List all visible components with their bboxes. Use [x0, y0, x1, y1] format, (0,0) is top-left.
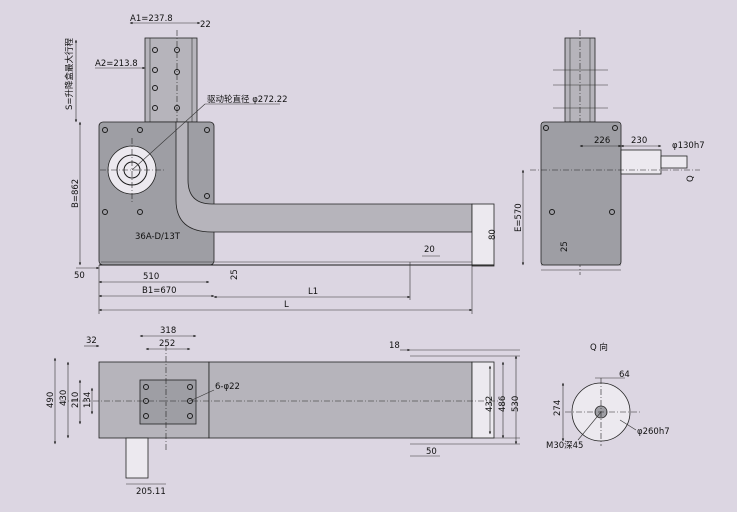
top-view: 32 318 252 6-φ22 490 430 210 134 205.11 … — [46, 326, 521, 497]
dim-22-top: 22 — [200, 20, 211, 30]
dim-l: L — [284, 300, 289, 310]
dim-thread: M30深45 — [546, 441, 583, 451]
plate-text: 36A-D/13T — [135, 232, 181, 242]
drive-wheel-label: 驱动轮直径 φ272.22 — [207, 94, 288, 105]
dim-274: 274 — [553, 400, 563, 416]
dim-486: 486 — [498, 396, 508, 412]
q-view-title: Q 向 — [590, 342, 608, 353]
dim-a2: A2=213.8 — [95, 59, 138, 69]
dim-shaft: φ130h7 — [672, 141, 705, 151]
dim-530: 530 — [511, 396, 521, 412]
dim-l1: L1 — [308, 287, 318, 297]
q-view: Q 向 64 274 M30深45 φ260h7 — [546, 342, 670, 451]
gearbox — [139, 379, 197, 425]
dim-252: 252 — [159, 339, 175, 349]
dim-b1: B1=670 — [142, 286, 177, 296]
dim-134: 134 — [83, 392, 93, 408]
dim-dia: φ260h7 — [637, 427, 670, 437]
dim-230: 230 — [631, 136, 647, 146]
plate-bolt-holes — [102, 127, 210, 215]
motor-shaft — [125, 437, 149, 479]
dim-holes: 6-φ22 — [215, 382, 240, 392]
dim-318: 318 — [160, 326, 176, 336]
dim-80: 80 — [488, 229, 498, 240]
dim-50-front: 50 — [74, 271, 85, 281]
dim-25-side: 25 — [560, 241, 570, 252]
dim-25-front: 25 — [230, 269, 240, 280]
side-view: 226 230 φ130h7 E=570 25 Q — [514, 30, 705, 275]
dim-210: 210 — [71, 392, 81, 408]
dim-432: 432 — [485, 396, 495, 412]
dim-q: Q — [686, 175, 696, 182]
dim-18: 18 — [389, 341, 400, 351]
dim-490: 490 — [46, 392, 56, 408]
guide-arm — [175, 121, 473, 233]
output-shaft — [620, 149, 662, 175]
arm-end-block — [471, 203, 495, 267]
dim-a1: A1=237.8 — [130, 14, 173, 24]
dim-510: 510 — [143, 272, 159, 282]
dim-20: 20 — [424, 245, 435, 255]
dim-50-top: 50 — [426, 447, 437, 457]
dim-64: 64 — [619, 370, 630, 380]
dim-b: B=862 — [71, 179, 81, 208]
dim-e: E=570 — [514, 203, 524, 232]
main-plate — [98, 121, 215, 266]
dim-205: 205.11 — [136, 487, 166, 497]
dim-s: S=升降盒最大行程 — [64, 37, 75, 110]
dim-32: 32 — [86, 336, 97, 346]
top-arm — [208, 361, 473, 439]
dim-226: 226 — [594, 136, 610, 146]
front-view: 36A-D/13T 驱动轮直径 φ272.22 A1=237.8 22 A2=2… — [64, 14, 498, 314]
dim-430: 430 — [59, 390, 69, 406]
